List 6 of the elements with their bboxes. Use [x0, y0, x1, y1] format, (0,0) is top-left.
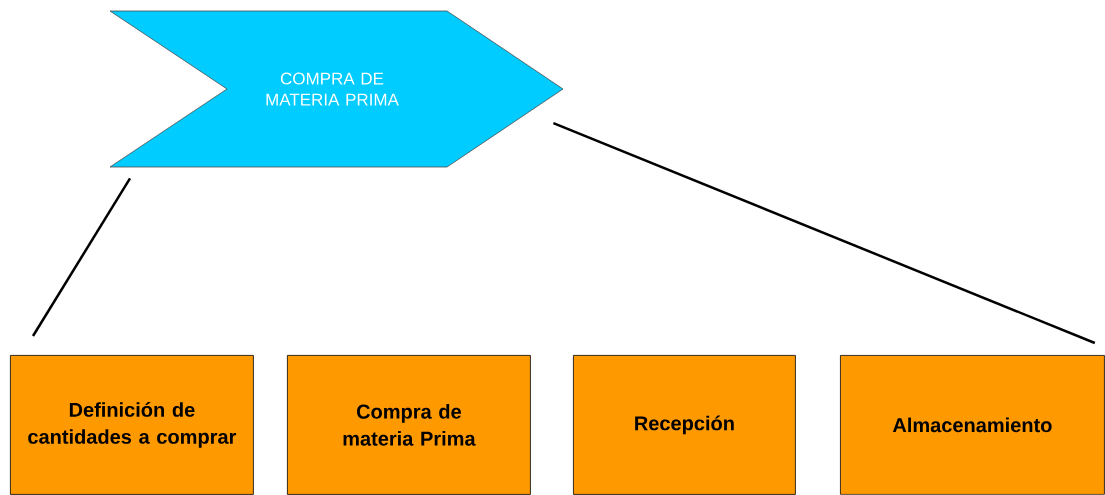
process-box: Definición de cantidades a comprar	[10, 355, 254, 495]
process-box: Compra de materia Prima	[287, 355, 531, 495]
process-box: Almacenamiento	[840, 355, 1105, 495]
connector-line	[31, 177, 132, 337]
process-box: Recepción	[573, 355, 796, 495]
connector-line	[552, 122, 1096, 345]
